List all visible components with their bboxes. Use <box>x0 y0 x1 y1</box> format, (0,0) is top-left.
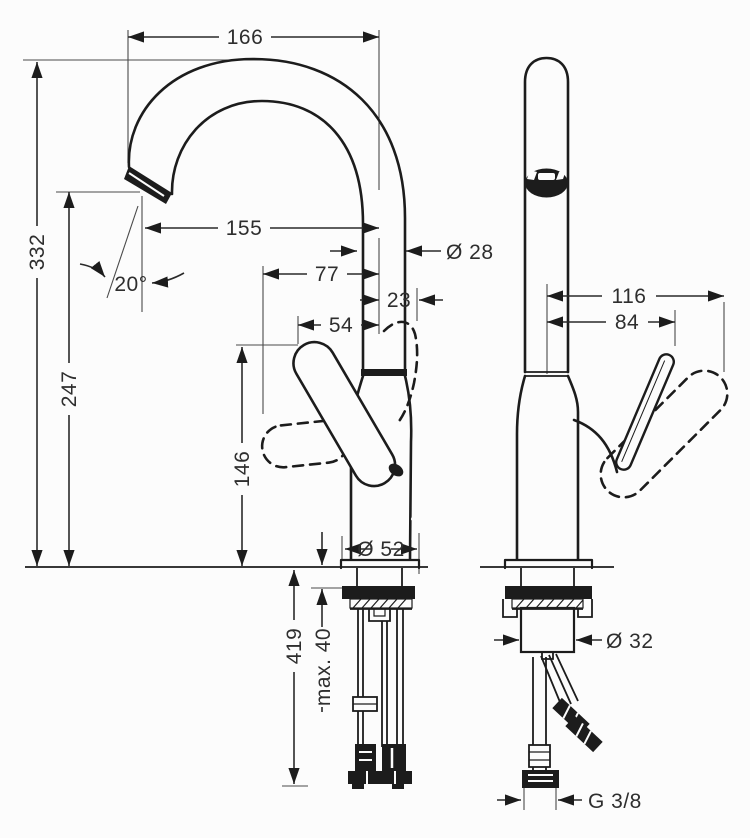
dim-axis-offset: 23 <box>360 289 443 312</box>
spout-inner-arc <box>170 99 365 371</box>
handle-pivot-dot <box>388 463 404 477</box>
dim-height-overall: 332 <box>26 62 49 566</box>
dim-deck-thickness: max. 40 <box>312 532 335 712</box>
mounting-nut <box>342 586 415 599</box>
dim-shank-diameter: Ø 32 <box>494 630 654 653</box>
spout-outer-arc <box>127 57 407 371</box>
dim-spout-angle: 20° <box>79 261 185 296</box>
dim-install-depth: 419 <box>283 570 306 784</box>
dim-install-depth-label: 419 <box>283 628 306 665</box>
dim-axis-offset-label: 23 <box>387 289 411 312</box>
extension-lines <box>23 30 725 810</box>
dim-base-diameter-label: Ø 52 <box>357 538 405 561</box>
front-view <box>124 57 462 570</box>
dim-base-diameter: Ø 52 <box>345 538 417 561</box>
dim-lever-reach-label: 84 <box>615 311 639 334</box>
below-deck-side <box>480 566 614 788</box>
dim-height-outlet-label: 247 <box>58 371 81 408</box>
base-flange <box>339 558 421 570</box>
dim-spout-reach-label: 155 <box>226 217 263 240</box>
side-base-flange <box>503 558 594 570</box>
side-handle-base <box>572 418 619 474</box>
dim-open-offset-label: 77 <box>315 263 339 286</box>
dim-connection-thread: G 3/8 <box>497 790 642 813</box>
dim-tip-offset: 54 <box>298 314 379 337</box>
dim-connection-thread-label: G 3/8 <box>588 790 642 813</box>
dim-height-outlet: 247 <box>58 192 81 566</box>
dim-spout-diameter: Ø 28 <box>330 241 494 264</box>
side-column <box>523 56 570 374</box>
thread-connector <box>522 770 559 788</box>
handle-lever <box>292 340 397 488</box>
dim-shank-diameter-label: Ø 32 <box>606 630 654 653</box>
side-body <box>515 374 527 561</box>
dim-spout-diameter-label: Ø 28 <box>446 241 494 264</box>
dim-reach-overall-label: 166 <box>227 26 264 49</box>
side-handle-blade <box>615 353 675 471</box>
dim-lever-height: 146 <box>231 347 254 566</box>
mounting-nut-side <box>505 586 592 599</box>
mounting-clip <box>368 609 391 622</box>
dim-deck-thickness-label: max. 40 <box>312 628 335 706</box>
dim-open-offset: 77 <box>263 263 379 286</box>
dim-spout-reach: 155 <box>145 217 379 240</box>
dim-reach-overall: 166 <box>128 26 379 49</box>
dim-lever-reach-open: 116 <box>547 285 724 308</box>
dim-lever-height-label: 146 <box>231 451 254 488</box>
dim-lever-reach: 84 <box>547 311 675 334</box>
dim-tip-offset-label: 54 <box>329 314 353 337</box>
dim-lever-reach-open-label: 116 <box>612 285 647 308</box>
swivel-joint <box>361 369 407 376</box>
dim-height-overall-label: 332 <box>26 234 49 271</box>
supply-tubes <box>357 609 404 744</box>
shank <box>519 606 576 654</box>
handle-raised-dashed <box>382 320 419 426</box>
dim-spout-angle-label: 20° <box>114 273 147 296</box>
side-aerator <box>525 168 568 198</box>
below-deck-front <box>25 566 428 789</box>
side-view <box>503 56 729 570</box>
